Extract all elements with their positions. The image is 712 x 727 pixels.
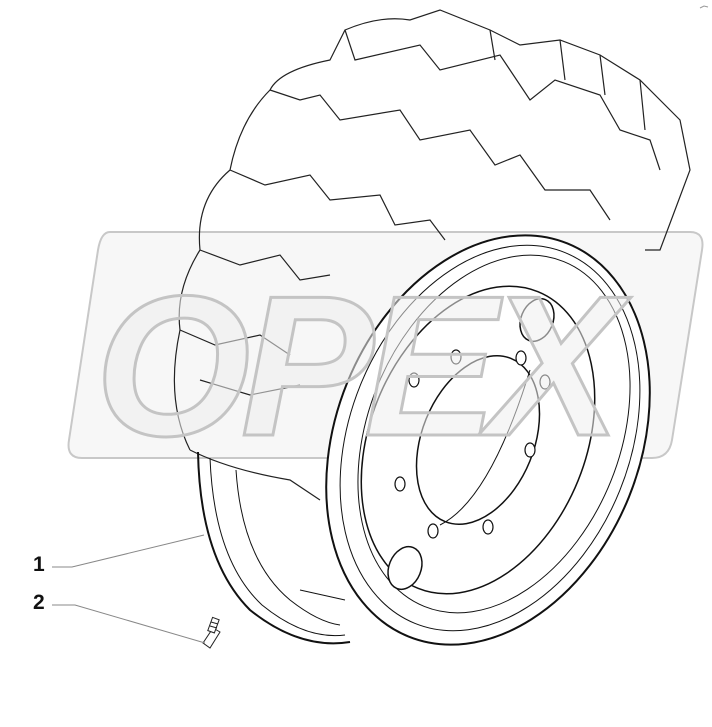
opex-watermark: OPEX <box>95 255 632 478</box>
callout-2: 2 <box>33 591 45 614</box>
tire <box>173 9 691 501</box>
large-hole-top <box>519 297 555 343</box>
wheel-rim <box>325 234 651 646</box>
leader-line-2 <box>52 604 206 644</box>
rim-back <box>197 451 351 645</box>
bolt-holes <box>394 349 551 539</box>
leader-lines <box>52 534 206 644</box>
leader-line-1 <box>52 534 205 568</box>
large-hole-bottom <box>387 545 423 591</box>
tire-valve <box>202 616 221 649</box>
corner-mark <box>699 5 709 9</box>
callout-1: 1 <box>33 553 45 576</box>
